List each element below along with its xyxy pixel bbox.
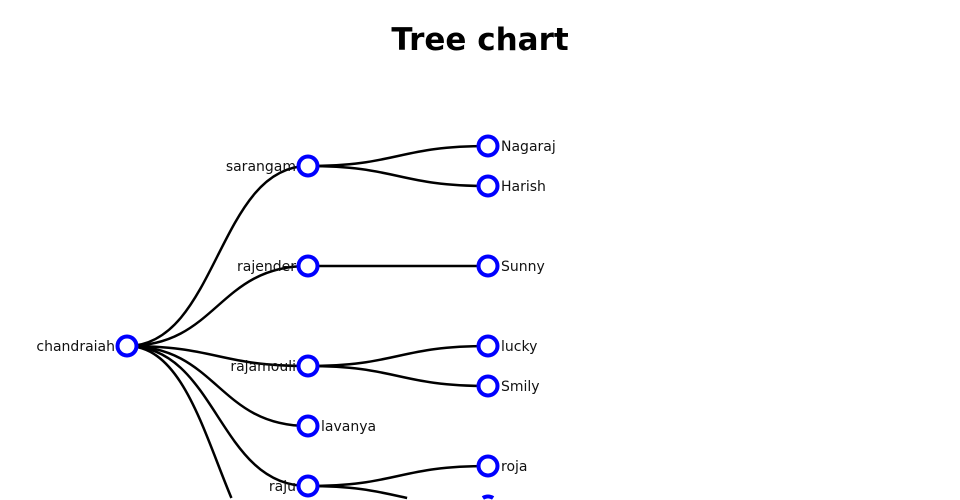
tree-node[interactable]: lucky [476, 334, 538, 358]
node-circle[interactable] [476, 374, 500, 398]
tree-node[interactable]: rajender [237, 254, 320, 278]
tree-link [126, 344, 309, 428]
tree-node[interactable]: lavanya [296, 414, 377, 438]
node-label: lavanya [321, 419, 376, 435]
tree-node[interactable] [481, 494, 495, 500]
node-label: rajamouli [230, 359, 296, 375]
node-circle[interactable] [296, 354, 320, 378]
node-circle[interactable] [481, 494, 495, 500]
tree-node[interactable]: rajamouli [230, 354, 320, 378]
node-label: roja [501, 459, 527, 475]
node-label: lucky [501, 339, 537, 355]
node-circle[interactable] [296, 254, 320, 278]
tree-link [307, 464, 489, 488]
tree-node[interactable]: Nagaraj [476, 134, 556, 158]
tree-node[interactable]: chandraiah [36, 334, 139, 358]
tree-link [307, 484, 408, 500]
tree-link [307, 164, 489, 188]
node-label: Sunny [501, 259, 545, 275]
node-label: raju [269, 479, 296, 495]
node-label: rajender [237, 259, 296, 275]
node-circle[interactable] [115, 334, 139, 358]
tree-node[interactable]: Harish [476, 174, 546, 198]
tree-link [307, 144, 489, 168]
tree-link [126, 344, 309, 488]
node-circle[interactable] [476, 454, 500, 478]
node-label: Smily [501, 379, 540, 395]
tree-node[interactable]: sarangam [226, 154, 320, 178]
chart-title: Tree chart [391, 22, 569, 58]
node-circle[interactable] [476, 134, 500, 158]
tree-link [126, 264, 309, 348]
node-circle[interactable] [476, 174, 500, 198]
node-circle[interactable] [296, 154, 320, 178]
node-label: sarangam [226, 159, 296, 175]
tree-node[interactable]: Sunny [476, 254, 545, 278]
node-label: Nagaraj [501, 139, 556, 155]
tree-link [126, 344, 309, 368]
tree-node[interactable]: Smily [476, 374, 540, 398]
tree-link [126, 344, 233, 499]
tree-link [307, 344, 489, 368]
tree-link [126, 164, 309, 348]
tree-node[interactable]: roja [476, 454, 528, 478]
tree-node[interactable]: raju [269, 474, 320, 498]
node-circle[interactable] [476, 334, 500, 358]
node-label: chandraiah [36, 339, 115, 355]
node-label: Harish [501, 179, 546, 195]
tree-link [307, 364, 489, 388]
node-circle[interactable] [296, 414, 320, 438]
node-circle[interactable] [296, 474, 320, 498]
node-circle[interactable] [476, 254, 500, 278]
